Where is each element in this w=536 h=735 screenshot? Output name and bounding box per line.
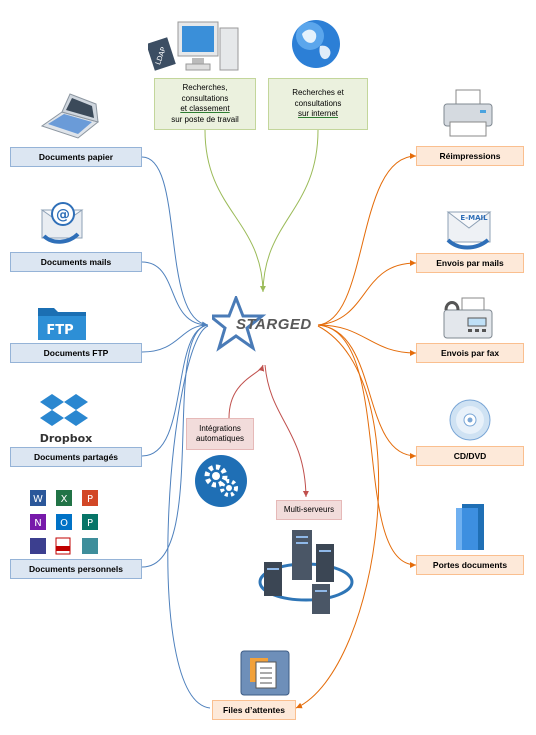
- starged-logo: STARGED: [205, 293, 322, 352]
- internet-consult-box: Recherches et consultations sur internet: [268, 78, 368, 130]
- office-apps-icon: W X P N O P: [28, 488, 104, 556]
- svg-text:P: P: [87, 494, 93, 505]
- svg-text:X: X: [61, 494, 68, 505]
- source-documents-partages: Documents partagés: [10, 447, 142, 467]
- globe-icon: [288, 16, 344, 72]
- svg-text:E-MAIL: E-MAIL: [460, 214, 488, 222]
- output-cd-dvd: CD/DVD: [416, 446, 524, 466]
- workstation-icon: LDAP: [146, 18, 242, 76]
- connector-internet: [262, 129, 319, 293]
- logo-text: STARGED: [236, 316, 312, 333]
- source-documents-mails: Documents mails: [10, 252, 142, 272]
- document-holder-icon: [452, 502, 488, 552]
- files-attentes-box: Files d’attentes: [212, 700, 296, 720]
- connector-cd: [317, 324, 417, 459]
- connector-envois-mails: [317, 260, 417, 326]
- output-envois-mails: Envois par mails: [416, 253, 524, 273]
- source-documents-personnels: Documents personnels: [10, 559, 142, 579]
- connector-personnels: [141, 324, 209, 568]
- svg-text:FTP: FTP: [46, 323, 73, 338]
- connector-mails: [141, 261, 209, 326]
- gears-icon: [194, 454, 248, 508]
- connector-papier: [141, 156, 209, 328]
- connector-envois-fax: [317, 324, 417, 356]
- connector-integrations: [228, 364, 265, 419]
- email-icon: @: [38, 196, 88, 246]
- connector-partages: [141, 324, 209, 457]
- workstation-consult-box: Recherches, consultations et classement …: [154, 78, 256, 130]
- output-reimpressions: Réimpressions: [416, 146, 524, 166]
- source-documents-papier: Documents papier: [10, 147, 142, 167]
- scanner-icon: [38, 92, 100, 140]
- printer-icon: [440, 88, 496, 140]
- send-mail-icon: E-MAIL: [444, 204, 494, 250]
- svg-text:N: N: [34, 518, 41, 529]
- source-documents-ftp: Documents FTP: [10, 343, 142, 363]
- multi-serveurs-box: Multi-serveurs: [276, 500, 342, 520]
- connector-portes: [317, 324, 417, 568]
- connector-files: [167, 325, 211, 709]
- svg-text:P: P: [87, 518, 93, 529]
- cd-dvd-icon: [448, 398, 492, 442]
- queue-files-icon: [240, 650, 290, 696]
- dropbox-icon: Dropbox: [36, 392, 96, 445]
- ftp-folder-icon: FTP: [36, 302, 88, 342]
- svg-text:W: W: [33, 494, 43, 505]
- output-portes-documents: Portes documents: [416, 555, 524, 575]
- connector-reimpressions: [317, 153, 417, 326]
- connector-workstation: [201, 123, 266, 293]
- output-envois-fax: Envois par fax: [416, 343, 524, 363]
- svg-text:Dropbox: Dropbox: [40, 432, 93, 444]
- servers-icon: [256, 526, 356, 616]
- svg-text:O: O: [60, 518, 68, 529]
- connector-to-files: [295, 325, 380, 709]
- connector-ftp: [141, 324, 209, 353]
- svg-text:@: @: [56, 207, 70, 223]
- connector-multi: [264, 364, 309, 498]
- star-icon: [205, 293, 267, 352]
- fax-icon: [440, 296, 496, 342]
- integrations-box: Intégrations automatiques: [186, 418, 254, 450]
